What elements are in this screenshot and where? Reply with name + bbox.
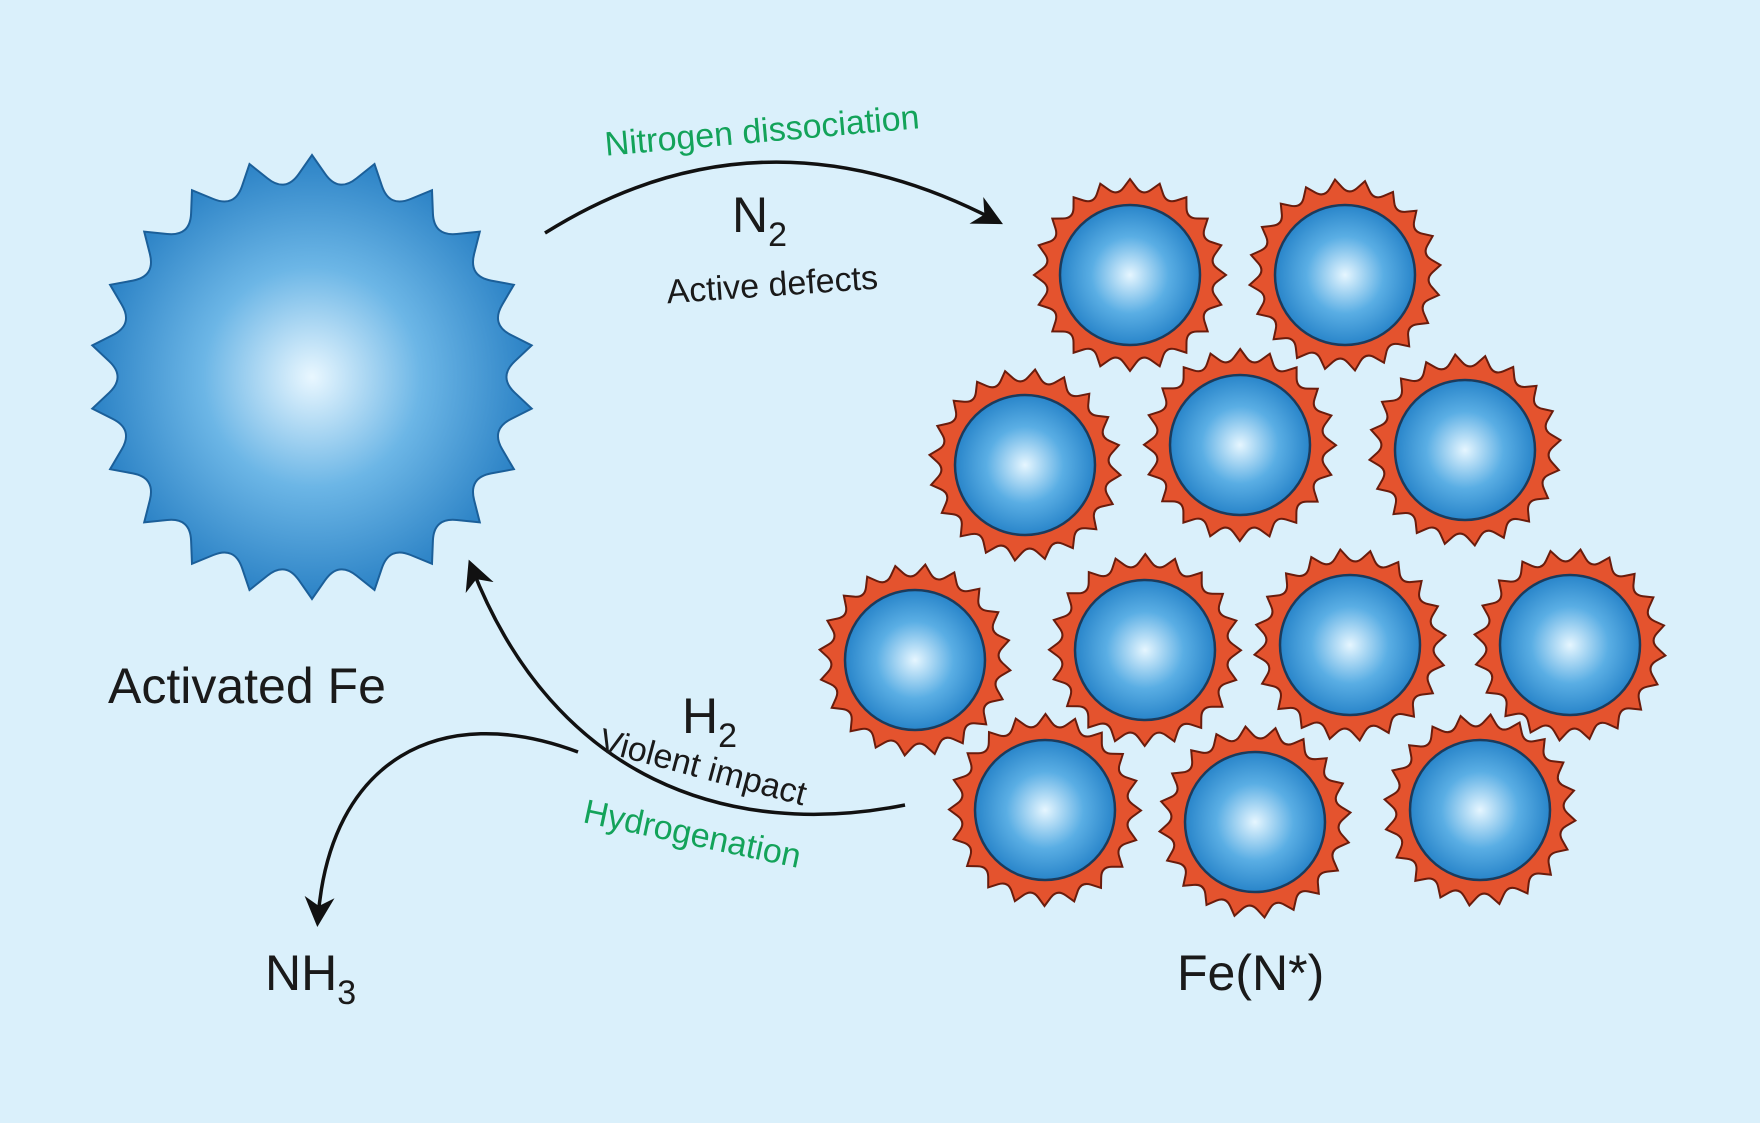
activated-fe-spiky-body bbox=[90, 153, 534, 601]
fe-n-particle bbox=[1157, 724, 1353, 920]
fe-n-particle bbox=[817, 562, 1013, 758]
fe-core bbox=[1073, 578, 1217, 722]
fe-core bbox=[973, 738, 1117, 882]
fe-n-particle bbox=[1047, 552, 1243, 748]
nh3-main: NH bbox=[265, 945, 337, 1001]
fe-core bbox=[1058, 203, 1202, 347]
fe-n-particle bbox=[1142, 347, 1338, 543]
fe-n-particle bbox=[1382, 712, 1578, 908]
fe-core bbox=[1168, 373, 1312, 517]
fe-core bbox=[1183, 750, 1327, 894]
h2-main: H bbox=[682, 688, 718, 744]
n2-main: N bbox=[732, 187, 768, 243]
nh3-label: NH3 bbox=[265, 945, 356, 1012]
n2-label: N2 bbox=[732, 187, 787, 254]
fe-n-particle bbox=[1252, 547, 1448, 743]
h2-subscript: 2 bbox=[718, 717, 737, 755]
active-defects-label: Active defects bbox=[665, 259, 879, 312]
fe-n-particle bbox=[1472, 547, 1668, 743]
nh3-subscript: 3 bbox=[337, 974, 356, 1012]
n2-subscript: 2 bbox=[768, 216, 787, 254]
fe-n-particle bbox=[927, 367, 1123, 563]
fe-n-particle bbox=[1032, 177, 1228, 373]
fe-n-particle bbox=[1247, 177, 1443, 373]
fe-n-label: Fe(N*) bbox=[1177, 945, 1324, 1001]
activated-fe-label: Activated Fe bbox=[108, 658, 386, 714]
fe-core bbox=[843, 588, 987, 732]
fe-n-particle bbox=[1367, 352, 1563, 548]
fe-core bbox=[953, 393, 1097, 537]
hydrogenation-return-arrow bbox=[465, 559, 906, 817]
ammonia-release-arrow bbox=[304, 731, 579, 927]
fe-core bbox=[1408, 738, 1552, 882]
h2-label: H2 bbox=[682, 688, 737, 755]
fe-core bbox=[1273, 203, 1417, 347]
nitrogen-dissociation-label: Nitrogen dissociation bbox=[603, 98, 921, 163]
fe-core bbox=[1393, 378, 1537, 522]
fe-n-particle-cluster bbox=[817, 177, 1668, 920]
fe-n-particle bbox=[947, 712, 1143, 908]
fe-core bbox=[1498, 573, 1642, 717]
activated-fe-particle bbox=[90, 153, 534, 601]
nitrogen-dissociation-arrow bbox=[544, 160, 1003, 235]
fe-core bbox=[1278, 573, 1422, 717]
